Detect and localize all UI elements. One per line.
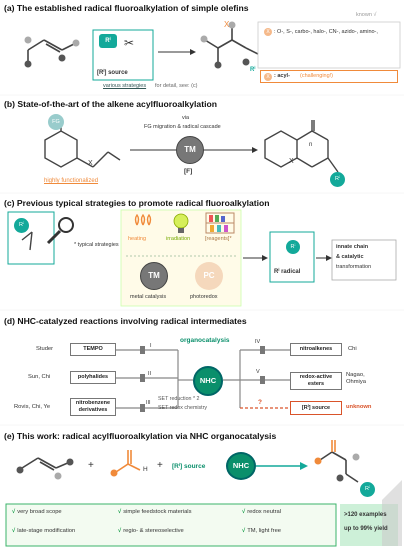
roman-ii: II — [148, 371, 152, 377]
left-box-1: TEMPO — [70, 343, 116, 356]
rf-product-a: Rⁱ — [250, 67, 256, 73]
left-box-3: nitrobenzene derivatives — [70, 398, 116, 416]
rf-bubble-b: Rⁱ — [330, 172, 345, 187]
left-name-2: Sun, Chi — [28, 374, 51, 380]
challenging-label: (challenging!) — [300, 73, 334, 79]
fg-bubble: FG — [48, 114, 64, 130]
set-reduction: SET reduction * 2 — [158, 396, 200, 402]
feature-4: √late-stage modification — [12, 528, 76, 534]
x-atom-b2: X — [289, 158, 294, 165]
right-name-1: Chi — [348, 346, 357, 352]
examples-label: >120 examples — [344, 512, 387, 518]
section-b-title: (b) State-of-the-art of the alkene acylf… — [4, 99, 217, 109]
aldehyde-h: H — [143, 466, 148, 473]
known-label: known √ — [356, 12, 377, 18]
feature-6: √TM, light free — [242, 528, 282, 534]
plus-1: + — [88, 460, 94, 471]
rf-radical-bubble: Rⁱ — [286, 240, 300, 254]
catalytic-label: & catalytic — [336, 254, 364, 260]
roman-i: I — [150, 343, 152, 349]
nhc-circle-d: NHC — [193, 366, 223, 396]
roman-iv: IV — [255, 339, 261, 345]
source-e: [Rⁱ] source — [172, 463, 206, 470]
x-dot-2: X — [264, 73, 272, 81]
rf-radical-label: Rⁱ radical — [274, 269, 301, 275]
for-detail: for detail, see: (c) — [155, 83, 198, 89]
innate-label: innate chain — [336, 244, 369, 250]
reagents-label: [reagents]* — [205, 236, 232, 242]
roman-v: V — [256, 369, 260, 375]
various-strategies: various strategies — [103, 83, 147, 89]
organocatalysis-label: organocatalysis — [180, 337, 230, 344]
feature-1: √very broad scope — [12, 509, 62, 515]
section-e-title: (e) This work: radical acylfluoroalkylat… — [4, 431, 277, 441]
right-box-1: nitroalkenes — [290, 343, 342, 356]
feature-5: √regio- & stereoselective — [118, 528, 184, 534]
section-a-title: (a) The established radical fluoroalkyla… — [4, 3, 249, 13]
yield-label: up to 99% yield — [344, 526, 388, 532]
typical-strategies: * typical strategies — [74, 242, 119, 248]
section-c-title: (c) Previous typical strategies to promo… — [4, 198, 270, 208]
tm-circle-c: TM — [140, 262, 168, 290]
migration-label: FG migration & radical cascade — [144, 124, 221, 130]
x-dot-1: X — [264, 28, 272, 36]
x-list: : O-, S-, carbo-, halo-, CN-, azido-, am… — [274, 29, 378, 35]
roman-question: ? — [258, 399, 262, 406]
via-label: via — [182, 115, 190, 121]
irradiation-label: irradiation — [166, 236, 191, 242]
right-box-3: [Rⁱ] source — [290, 401, 342, 415]
left-name-3: Rovis, Chi, Ye — [14, 404, 51, 410]
transformation-label: transformation — [336, 264, 372, 270]
acyl-label: : acyl- — [274, 73, 290, 79]
x-on-product: X — [224, 20, 230, 29]
section-d-title: (d) NHC-catalyzed reactions involving ra… — [4, 316, 247, 326]
tm-circle-b: TM — [176, 136, 204, 164]
f-label: [F] — [184, 168, 193, 175]
metal-catalysis-label: metal catalysis — [130, 294, 167, 300]
right-name-3: unknown — [346, 404, 372, 410]
left-box-2: polyhalides — [70, 371, 116, 384]
plus-2: + — [157, 460, 163, 471]
rf-bubble-e: Rⁱ — [360, 482, 375, 497]
right-box-2: redox-active esters — [290, 372, 342, 390]
x-atom-b: X — [88, 160, 93, 167]
heating-label: heating — [128, 236, 147, 242]
right-name-2: Nagao, Ohmiya — [346, 372, 366, 385]
pc-circle: PC — [195, 262, 223, 290]
feature-3: √redox neutral — [242, 509, 282, 515]
photoredox-label: photoredox — [190, 294, 218, 300]
acyl-box — [260, 70, 398, 83]
rf-bubble-c: Rⁱ — [14, 218, 29, 233]
highly-functionalized: highly functionalized — [44, 178, 99, 184]
scissors-icon: ✂ — [124, 36, 135, 50]
feature-2: √simple feedstock materials — [118, 509, 192, 515]
alkene-a — [27, 39, 75, 62]
source-label-a: [Rⁱ] source — [97, 70, 128, 76]
rf-bubble-a: Rⁱ — [99, 34, 117, 48]
set-redox: SET redox chemistry — [158, 405, 208, 411]
roman-iii: III — [146, 400, 151, 406]
nhc-circle-e: NHC — [226, 452, 256, 480]
left-name-1: Studer — [36, 346, 54, 352]
ring-size-n: n — [309, 142, 313, 148]
